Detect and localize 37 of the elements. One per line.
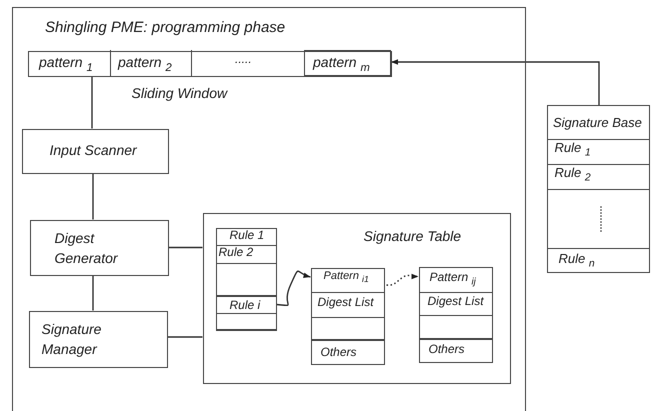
table-cell: Digest List xyxy=(418,292,492,316)
table-cell: ..... xyxy=(191,50,305,76)
arrow xyxy=(386,274,419,286)
table-cell: pattern $_{2}$ xyxy=(110,50,192,76)
table-cell: Rule 2 xyxy=(216,244,276,264)
rule-list xyxy=(216,228,277,331)
table-cell: Others xyxy=(310,340,384,364)
frame-title: Shingling PME: programming phase xyxy=(45,20,286,36)
arrow xyxy=(276,270,311,306)
caption-text: Sliding Window xyxy=(132,86,228,101)
table-cell: Rule i xyxy=(216,296,276,314)
connector-line xyxy=(91,76,93,128)
process-box: Input Scanner xyxy=(22,128,168,174)
table-panel xyxy=(202,212,510,384)
connector-line xyxy=(92,174,94,220)
table-cell: pattern $_{1}$ xyxy=(27,50,111,76)
table-cell: Others xyxy=(418,338,492,362)
table-cell: Pattern $_{i1}$ xyxy=(310,268,384,292)
connector-line xyxy=(92,276,94,310)
process-box: Signature Manager xyxy=(28,310,168,368)
table-cell: Rule 1 xyxy=(216,228,276,246)
frame-panel xyxy=(12,7,526,411)
panel-title: Signature Table xyxy=(364,228,462,244)
process-box: Digest Generator xyxy=(30,220,168,276)
connector-line xyxy=(168,336,202,338)
node-box: pattern $_{m}$ xyxy=(304,50,391,76)
table-cell: Rule $_{1}$ xyxy=(546,138,650,164)
connector-line xyxy=(168,246,202,248)
arrow xyxy=(391,59,600,105)
table-header: Signature Base xyxy=(553,116,642,130)
signature-base-table xyxy=(547,105,650,273)
record-box xyxy=(419,267,493,363)
table-cell: Pattern $_{ij}$ xyxy=(418,266,492,292)
table-cell: Digest List xyxy=(310,292,384,318)
table-cell: Rule $_{2}$ xyxy=(546,164,650,190)
record-box xyxy=(311,268,385,365)
table-cell: Rule $_{n}$ xyxy=(546,248,650,272)
